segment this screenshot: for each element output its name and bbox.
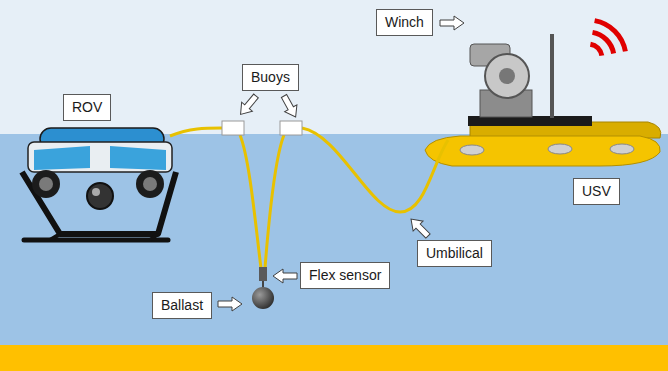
wireless-signal — [595, 21, 626, 52]
callout-box: Flex sensor — [300, 262, 390, 289]
wireless-signal — [590, 44, 601, 55]
rov-frame — [22, 172, 176, 234]
callout-box: Winch — [376, 9, 433, 36]
rov-camera-lens — [92, 188, 100, 196]
callout-arrow — [235, 92, 261, 119]
callout-arrow — [218, 297, 242, 311]
rov-skid-strut — [50, 234, 158, 240]
usv-hatch — [548, 144, 572, 154]
rov-camera-dome — [87, 183, 113, 209]
usv-front-hull — [425, 136, 660, 166]
rov-thruster-hub — [39, 177, 53, 191]
callout-box: ROV — [63, 94, 111, 121]
callout-box: Umbilical — [417, 240, 492, 267]
rov-skid — [24, 238, 168, 243]
rov-thruster — [136, 170, 164, 198]
rov-side-panel — [110, 146, 166, 170]
umbilical-cable — [170, 128, 222, 136]
callout-box: USV — [573, 178, 620, 205]
buoy — [222, 121, 244, 135]
flex-sensor — [259, 267, 267, 281]
callout-arrow — [278, 93, 302, 121]
callout-arrow — [273, 269, 297, 283]
ballast-link — [262, 281, 264, 287]
callout-box: Buoys — [242, 64, 299, 91]
water — [0, 134, 668, 346]
callout-label: Umbilical — [426, 245, 483, 262]
callout-label: USV — [582, 183, 611, 200]
usv-hatch — [610, 144, 634, 154]
rov-hull — [28, 142, 172, 172]
winch-hub — [499, 68, 515, 84]
wireless-signal — [593, 32, 614, 53]
usv-hatch — [460, 145, 484, 155]
rov-thruster — [32, 170, 60, 198]
callout-box: Ballast — [152, 292, 212, 319]
callout-label: ROV — [72, 99, 102, 116]
umbilical-cable — [302, 128, 448, 212]
buoy — [280, 121, 302, 135]
ballast-weight — [252, 287, 274, 309]
callout-label: Winch — [385, 14, 424, 31]
callout-label: Flex sensor — [309, 267, 381, 284]
callout-arrow — [440, 16, 464, 30]
callout-arrow — [406, 214, 433, 241]
rov-side-panel — [34, 146, 90, 170]
umbilical-cable — [240, 135, 261, 268]
callout-label: Ballast — [161, 297, 203, 314]
winch-drum — [485, 54, 529, 98]
rov-thruster-hub — [143, 177, 157, 191]
usv-antenna-mast — [550, 34, 554, 118]
sky — [0, 0, 668, 134]
umbilical-cable — [265, 135, 284, 268]
seabed — [0, 345, 668, 371]
callout-label: Buoys — [251, 69, 290, 86]
